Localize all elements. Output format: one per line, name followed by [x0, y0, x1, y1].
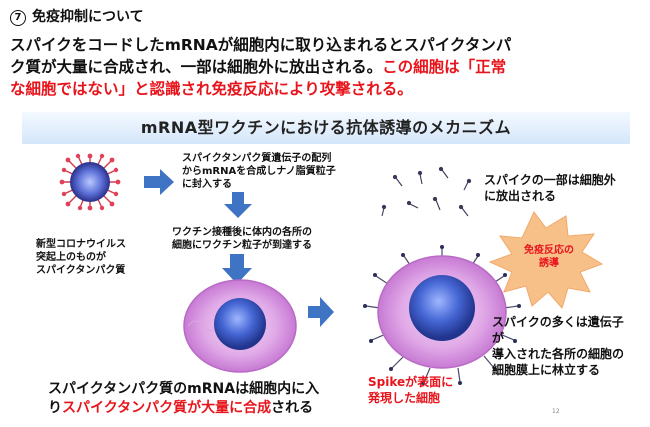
mechanism-illustration: [59, 153, 604, 385]
released-text: スパイクの一部は細胞外 に放出される: [484, 173, 616, 203]
bottom-caption-line-1: スパイクタンパク質のmRNAは細胞内に入: [48, 381, 320, 397]
intro-line-2-highlight: この細胞は「正常: [382, 58, 507, 76]
arrow-right-icon-2: [308, 297, 334, 327]
intro-line-2: ク質が大量に合成され、一部は細胞外に放出される。この細胞は「正常: [10, 56, 642, 78]
coronavirus-icon: [59, 153, 121, 211]
step2-text: ワクチン接種後に体内の各所の 細胞にワクチン粒子が到達する: [172, 227, 312, 251]
membrane-text: スパイクの多くは遺伝子が 導入された各所の細胞の 細胞膜上に林立する: [492, 315, 625, 377]
spike-cell-label: Spikeが表面に 発現した細胞: [368, 375, 454, 405]
bottom-caption: スパイクタンパク質のmRNAは細胞内に入 りスパイクタンパク質が大量に合成される: [48, 380, 319, 418]
spike-cell-icon: [363, 245, 521, 385]
mechanism-slide: mRNA型ワクチンにおける抗体誘導のメカニズム: [22, 112, 630, 424]
immune-response-burst-icon: [488, 211, 604, 310]
step1-text: スパイクタンパク質遺伝子の配列 からmRNAを合成しナノ脂質粒子 に封入する: [182, 153, 336, 190]
immune-response-text: 免疫反応の 誘導: [524, 245, 574, 269]
section-heading: 7 免疫抑制について: [10, 6, 144, 26]
section-number: 7: [10, 10, 26, 26]
section-title: 免疫抑制について: [32, 9, 144, 25]
cell-with-mrna-icon: [183, 279, 297, 373]
slide-title: mRNA型ワクチンにおける抗体誘導のメカニズム: [22, 112, 630, 144]
intro-line-1: スパイクをコードしたmRNAが細胞内に取り込まれるとスパイクタンパ: [10, 36, 512, 54]
virus-label: 新型コロナウイルス 突起上のものが スパイクタンパク質: [36, 239, 126, 276]
released-spikes-icon: [381, 166, 472, 217]
arrow-down-icon-2: [222, 254, 252, 284]
bottom-caption-line-2: りスパイクタンパク質が大量に合成される: [48, 400, 314, 416]
arrow-down-icon: [224, 192, 252, 218]
arrow-right-icon: [144, 169, 174, 195]
intro-paragraph: スパイクをコードしたmRNAが細胞内に取り込まれるとスパイクタンパ ク質が大量に…: [10, 34, 642, 100]
page-number: 12: [552, 408, 560, 415]
intro-line-3: な細胞ではない」と認識され免疫反応により攻撃される。: [10, 80, 413, 98]
intro-line-2-text: ク質が大量に合成され、一部は細胞外に放出される。: [10, 58, 383, 76]
